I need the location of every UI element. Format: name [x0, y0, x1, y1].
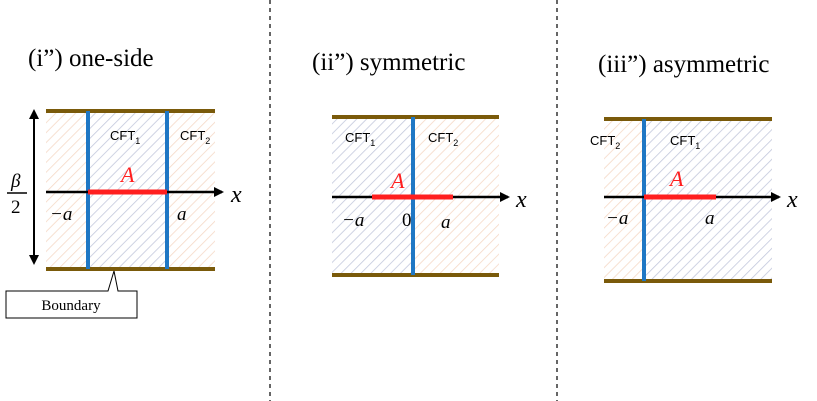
- subsystem-label: A: [668, 166, 684, 191]
- x-axis-label: x: [786, 187, 798, 213]
- panel-symmetric: (ii”) symmetric CFT1 CFT2 A x −a 0 a: [312, 49, 527, 277]
- cft2-label: CFT2: [590, 133, 620, 151]
- right-endpoint-label: a: [705, 208, 715, 229]
- region-cft2-left: [46, 111, 88, 269]
- subsystem-label: A: [389, 168, 405, 193]
- panel-title: (i”) one-side: [28, 45, 154, 72]
- panel-one-side: (i”) one-side CFT1 CFT2 A x −a a β 2 Bou…: [4, 45, 242, 319]
- right-endpoint-label: a: [177, 204, 187, 225]
- panel-title: (ii”) symmetric: [312, 49, 465, 76]
- panel-title: (iii”) asymmetric: [598, 51, 769, 78]
- origin-label: 0: [402, 210, 412, 231]
- left-endpoint-label: −a: [50, 204, 72, 225]
- height-label-bg: [4, 168, 30, 220]
- region-cft2: [604, 119, 644, 281]
- region-cft1: [644, 119, 772, 281]
- boundary-callout-box: [5, 270, 138, 319]
- cft2-label: CFT2: [180, 128, 210, 146]
- cft1-label: CFT1: [110, 128, 140, 146]
- cft2-label: CFT2: [428, 130, 458, 148]
- region-cft2-right: [167, 111, 215, 269]
- x-axis-label: x: [515, 187, 527, 213]
- x-axis-label: x: [230, 182, 242, 208]
- boundary-callout-text: Boundary: [41, 298, 101, 314]
- panel-asymmetric: (iii”) asymmetric CFT2 CFT1 A x −a a: [590, 51, 798, 283]
- cft1-label: CFT1: [670, 133, 700, 151]
- left-endpoint-label: −a: [342, 210, 364, 231]
- cft1-label: CFT1: [345, 130, 375, 148]
- subsystem-label: A: [119, 162, 135, 187]
- left-endpoint-label: −a: [606, 208, 628, 229]
- height-denominator: 2: [11, 197, 21, 218]
- right-endpoint-label: a: [441, 212, 451, 233]
- height-numerator: β: [10, 171, 21, 192]
